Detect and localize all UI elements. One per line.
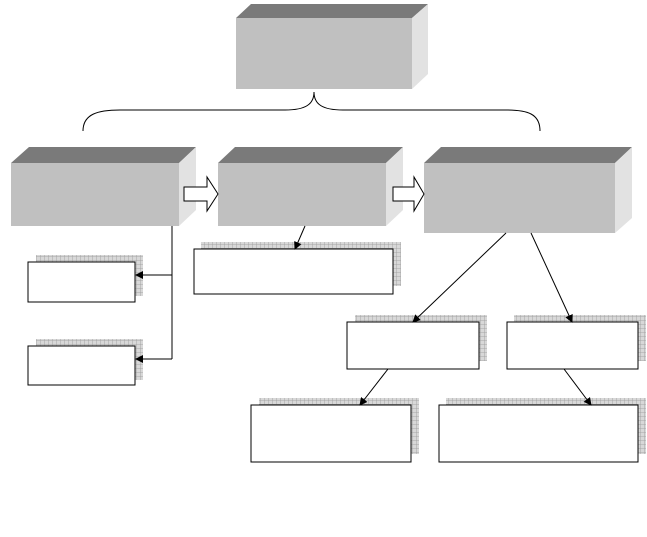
stage-block-1-front-face: [11, 163, 179, 226]
top-block: [236, 4, 428, 89]
right-branch-2-box: [506, 321, 639, 370]
leaf-connector-arrow-1: [359, 368, 389, 406]
block-arrow-2: [392, 175, 425, 213]
stage-block-2-top-face: [218, 147, 403, 163]
top-block-front-face: [236, 18, 412, 89]
right-leaf-2: [438, 398, 646, 463]
stage-block-3: [424, 147, 632, 233]
stage-block-3-top-face: [424, 147, 632, 163]
right-connector-arrow-1: [412, 232, 507, 323]
left-connector: [135, 226, 173, 363]
left-note-2-box: [27, 345, 136, 386]
block-arrow-1: [183, 175, 219, 213]
middle-note: [193, 242, 401, 295]
right-connector-arrow-2: [530, 232, 573, 323]
right-branch-2: [506, 315, 646, 370]
stage-block-1-top-face: [11, 147, 196, 163]
leaf-connector-arrow-2: [563, 368, 592, 406]
stage-block-3-side-face: [615, 147, 632, 233]
middle-connector-arrow: [294, 225, 306, 250]
stage-block-2: [218, 147, 403, 226]
right-leaf-2-box: [438, 404, 639, 463]
left-note-1: [27, 255, 143, 303]
top-block-top-face: [236, 4, 428, 18]
top-block-side-face: [412, 4, 428, 89]
right-branch-1-box: [346, 321, 480, 370]
left-note-2: [27, 339, 143, 386]
right-leaf-1: [250, 398, 419, 463]
stage-block-1: [11, 147, 196, 226]
stage-block-3-front-face: [424, 163, 615, 233]
curly-brace: [82, 91, 541, 132]
right-leaf-1-box: [250, 404, 412, 463]
right-branch-1: [346, 315, 487, 370]
middle-note-box: [193, 248, 394, 295]
stage-block-2-front-face: [218, 163, 386, 226]
left-note-1-box: [27, 261, 136, 303]
